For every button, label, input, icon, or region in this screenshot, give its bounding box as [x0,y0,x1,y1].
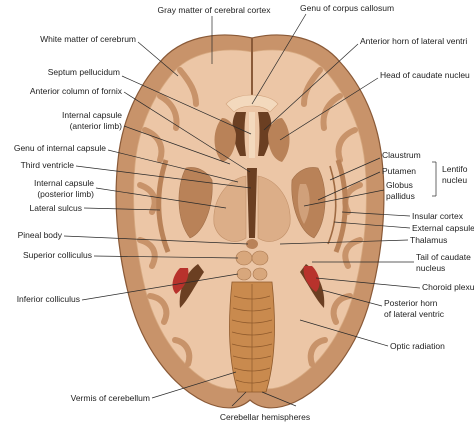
superior-colliculus-left [235,250,253,266]
leader-lines [63,13,437,407]
septum-pellucidum [249,112,255,158]
label-pineal-body: Pineal body [18,230,63,240]
pineal-body [246,239,258,249]
posterior-horn-left [179,264,204,308]
vermis-folia [231,284,273,392]
anterior-horn-left [232,112,246,156]
label-globus-pallidus: pallidus [386,191,415,201]
lentiform-left [178,167,213,239]
label-anterior-column-fornix: Anterior column of fornix [30,86,123,96]
caudate-head-right [268,118,290,162]
label-putamen: Putamen [382,166,416,176]
label-tail-caudate: Tail of caudate [416,252,471,262]
label-white-matter: White matter of cerebrum [40,34,136,44]
insula-right [333,159,348,253]
choroid-plexus-right [303,266,320,292]
anterior-horn-right [258,112,272,156]
insula-left [156,159,171,253]
thalamus-right [257,175,291,242]
label-internal-capsule-anterior-limb: (anterior limb) [70,121,123,131]
label-choroid-plexus: Choroid plexu [422,282,474,292]
superior-colliculus-right [251,250,269,266]
label-internal-capsule-posterior-limb: (posterior limb) [37,189,94,199]
label-vermis: Vermis of cerebellum [71,393,150,403]
globus-pallidus-right [297,184,310,224]
inferior-colliculus-right [252,267,268,281]
inferior-colliculus-left [236,267,252,281]
label-claustrum: Claustrum [382,150,421,160]
label-internal-capsule-anterior: Internal capsule [62,110,122,120]
label-head-caudate: Head of caudate nucleu [380,70,470,80]
label-genu-corpus-callosum: Genu of corpus callosum [300,3,394,13]
thalamus-left [213,175,247,242]
label-posterior-horn-lateral-ventricle: of lateral ventric [384,309,445,319]
label-inferior-colliculus: Inferior colliculus [17,294,80,304]
caudate-head-left [214,118,236,162]
choroid-plexus-left [172,268,189,294]
brain-section-illustration [115,34,385,409]
label-third-ventricle: Third ventricle [21,160,75,170]
label-genu-internal-capsule: Genu of internal capsule [14,143,106,153]
label-external-capsule: External capsule [412,223,474,233]
label-lentiform: Lentifo [442,164,468,174]
label-superior-colliculus: Superior colliculus [23,250,92,260]
label-insular-cortex: Insular cortex [412,211,464,221]
label-internal-capsule-posterior: Internal capsule [34,178,94,188]
label-gray-matter: Gray matter of cerebral cortex [158,5,272,15]
third-ventricle [247,168,257,238]
label-globus: Globus [386,180,413,190]
label-tail-caudate-nucleus: nucleus [416,263,445,273]
label-lentiform-nucleus: nucleu [442,175,467,185]
claustrum-right [327,165,337,245]
label-cerebellar-hemispheres: Cerebellar hemispheres [220,412,310,422]
label-optic-radiation: Optic radiation [390,341,445,351]
label-lateral-sulcus: Lateral sulcus [30,203,82,213]
label-thalamus: Thalamus [410,235,447,245]
label-posterior-horn: Posterior horn [384,298,438,308]
label-anterior-horn: Anterior horn of lateral ventri [360,36,467,46]
label-septum-pellucidum: Septum pellucidum [48,67,120,77]
labels: Gray matter of cerebral cortex Genu of c… [14,3,474,422]
